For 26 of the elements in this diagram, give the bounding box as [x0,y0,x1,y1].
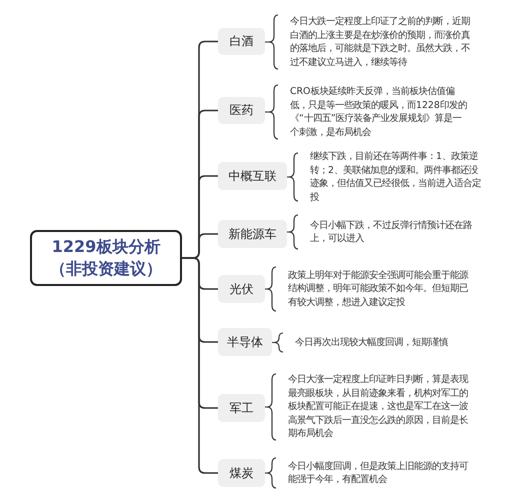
curly-brace [264,373,277,441]
root-box: 1229板块分析（非投资建议） [30,230,182,286]
curly-brace [286,214,299,250]
category-box: 半导体 [218,328,272,356]
category-box: 白酒 [218,28,265,55]
note-text: 今日小幅下跌，不过反弹行情预计还在路上，可以进入 [298,215,488,249]
note-text: 政策上明年对于能源安全强调可能会重于能源结构调整，明年可能政策不如今年。但短期已有较大调整，想进入建议定投 [276,267,470,311]
note-text: 今日大涨一定程度上印证昨日判断，算是表现最亮眼板块，从目前迹象来看，机构对军工的板块配置可能正在提速，这也是军工在这一波高景气下跌后一直没怎么跌的原因，目前是长期布局机会 [276,374,472,440]
curly-brace [264,457,277,489]
category-box: 中概互联 [218,162,287,190]
note-text: 继续下跌，目前还在等两件事：1、政策逆转；2、美联储加息的缓和。两件事都还没迹象，但估值又已经很低，当前进入适合定投 [298,153,486,201]
category-box: 医药 [218,97,265,124]
curly-brace [264,14,279,70]
note-text: 今日再次出现较大幅度回调，短期谨慎 [283,333,473,352]
category-box: 光伏 [218,275,265,303]
branch-line [182,257,218,474]
curly-brace [271,332,284,353]
note-text: CRO板块延续昨天反弹，当前板块估值偏低，只是等一些政策的暖风，而1228印发的《“十四五”医疗装备产业发展规划》算是一个刺激，是布局机会 [278,85,470,139]
note-text: 今日小幅度回调，但是政策上旧能源的支持可能强于今年，有配置机会 [276,458,468,488]
note-text: 今日大跌一定程度上印证了之前的判断，近期白酒的上涨主要是在炒涨价的预期，而涨价真的落地后，可能就是下跌之时。虽然大跌，不过不建议立马进入，继续等待 [278,15,470,69]
category-box: 军工 [218,394,265,422]
category-box: 新能源车 [218,220,287,248]
category-box: 煤炭 [218,459,265,487]
curly-brace [264,84,279,140]
curly-brace [264,266,277,312]
curly-brace [286,152,299,202]
